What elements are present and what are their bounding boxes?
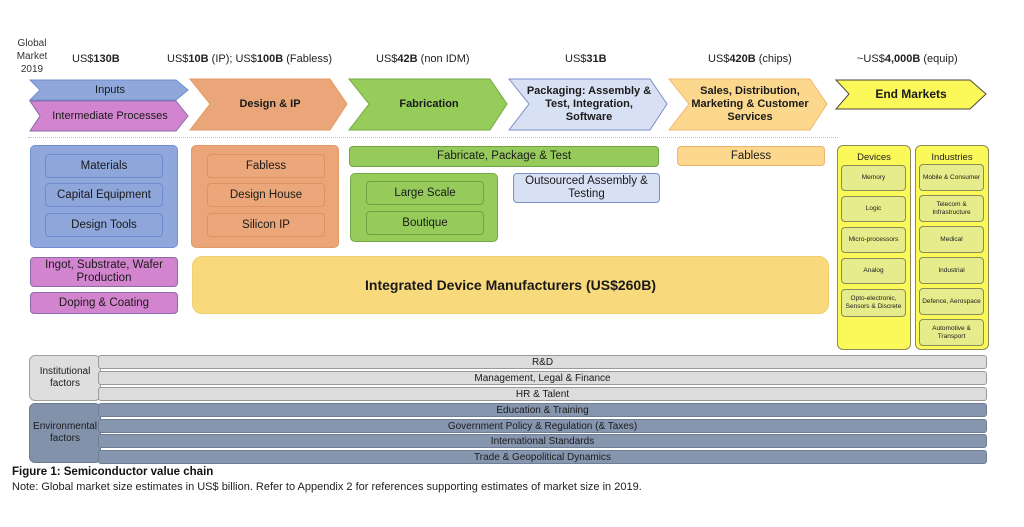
global-market-line: Global <box>17 38 47 49</box>
fabrication-chevron <box>347 78 508 131</box>
packaging-chevron <box>507 78 668 131</box>
market-size-prefix: US$ <box>167 53 189 65</box>
market-size-packaging: US$31B <box>565 53 607 65</box>
fabrication-item: Large Scale <box>366 181 484 205</box>
sales-stage-label: Sales, Distribution, Marketing & Custome… <box>691 85 809 123</box>
institutional-factor-bar: R&D <box>98 355 987 369</box>
intermediate-item: Doping & Coating <box>30 292 178 314</box>
institutional-factor-bar: HR & Talent <box>98 387 987 401</box>
sales-chevron <box>667 78 828 131</box>
figure-note: Note: Global market size estimates in US… <box>12 481 642 493</box>
environmental-factor-bar: Education & Training <box>98 403 987 417</box>
device-item: Micro-processors <box>841 227 906 253</box>
global-market-label: Global Market 2019 <box>8 37 56 76</box>
market-size-suffix: (non IDM) <box>417 53 470 65</box>
design-chevron <box>188 78 348 131</box>
industry-item: Telecom & Infrastructure <box>919 195 984 222</box>
design-item: Fabless <box>207 154 325 178</box>
environmental-factor-bar: Trade & Geopolitical Dynamics <box>98 450 987 464</box>
industry-item: Medical <box>919 226 984 253</box>
intermediate-chevron <box>29 100 189 132</box>
packaging-stage-label: Packaging: Assembly & Test, Integration,… <box>526 85 652 123</box>
design-item: Design House <box>207 183 325 207</box>
industry-item: Defence, Aerospace <box>919 288 984 315</box>
device-item: Analog <box>841 258 906 284</box>
intermediate-item: Ingot, Substrate, Wafer Production <box>30 257 178 287</box>
market-size-prefix: US$ <box>708 53 730 65</box>
institutional-factor-bar: Management, Legal & Finance <box>98 371 987 385</box>
market-size-inputs: US$130B <box>72 53 120 65</box>
market-size-value: 4,000B <box>884 53 921 65</box>
intermediate-stage-label: Intermediate Processes <box>52 109 168 122</box>
device-item: Memory <box>841 165 906 191</box>
inputs-item: Capital Equipment <box>45 183 163 207</box>
device-item: Opto-electronic, Sensors & Discrete <box>841 289 906 317</box>
environmental-factor-bar: Government Policy & Regulation (& Taxes) <box>98 419 987 433</box>
inputs-item: Materials <box>45 154 163 178</box>
market-size-suffix: (chips) <box>755 53 792 65</box>
inputs-stage-label: Inputs <box>95 83 125 96</box>
devices-title: Devices <box>857 152 891 163</box>
design-stage-label: Design & IP <box>239 98 301 110</box>
idm-box: Integrated Device Manufacturers (US$260B… <box>192 256 829 314</box>
market-size-value: 130B <box>93 53 120 65</box>
global-market-line: Market <box>16 51 48 62</box>
fabrication-item: Boutique <box>366 211 484 235</box>
market-size-sales: US$420B (chips) <box>708 53 792 65</box>
industry-item: Industrial <box>919 257 984 284</box>
market-size-prefix: US$ <box>565 53 587 65</box>
market-size-prefix: US$ <box>376 53 398 65</box>
market-size-prefix: ~US$ <box>857 53 885 65</box>
market-size-prefix: US$ <box>72 53 94 65</box>
market-size-value: 42B <box>397 53 418 65</box>
market-size-value: 420B <box>729 53 756 65</box>
fabricate-package-test-bar: Fabricate, Package & Test <box>349 146 659 167</box>
value-chain-arrows <box>28 78 987 132</box>
market-size-suffix: (Fabless) <box>283 53 333 65</box>
market-size-fabrication: US$42B (non IDM) <box>376 53 470 65</box>
end-markets-chevron <box>834 79 987 110</box>
industry-item: Mobile & Consumer <box>919 164 984 191</box>
industry-item: Automotive & Transport <box>919 319 984 346</box>
inputs-chevron <box>28 79 189 101</box>
market-size-value: 31B <box>586 53 607 65</box>
institutional-factors-label: Institutional factors <box>29 355 101 401</box>
figure-caption: Figure 1: Semiconductor value chain <box>12 466 214 478</box>
inputs-item: Design Tools <box>45 213 163 237</box>
dotted-divider <box>28 137 838 138</box>
device-item: Logic <box>841 196 906 222</box>
osat-box: Outsourced Assembly & Testing <box>513 173 660 203</box>
design-item: Silicon IP <box>207 213 325 237</box>
fabrication-stage-label: Fabrication <box>399 98 459 110</box>
end-markets-stage-label: End Markets <box>875 87 947 101</box>
global-market-line: 2019 <box>20 64 44 75</box>
market-size-suffix: (equip) <box>920 53 958 65</box>
market-size-end-markets: ~US$4,000B (equip) <box>857 53 958 65</box>
market-size-suffix: (IP); US$ <box>208 53 257 65</box>
sales-fabless-box: Fabless <box>677 146 825 166</box>
market-size-value: 100B <box>256 53 284 65</box>
industries-title: Industries <box>931 152 973 163</box>
market-size-value: 10B <box>188 53 209 65</box>
environmental-factor-bar: International Standards <box>98 434 987 448</box>
market-size-design: US$10B (IP); US$100B (Fabless) <box>167 53 332 65</box>
environmental-factors-label: Environmental factors <box>29 403 101 463</box>
